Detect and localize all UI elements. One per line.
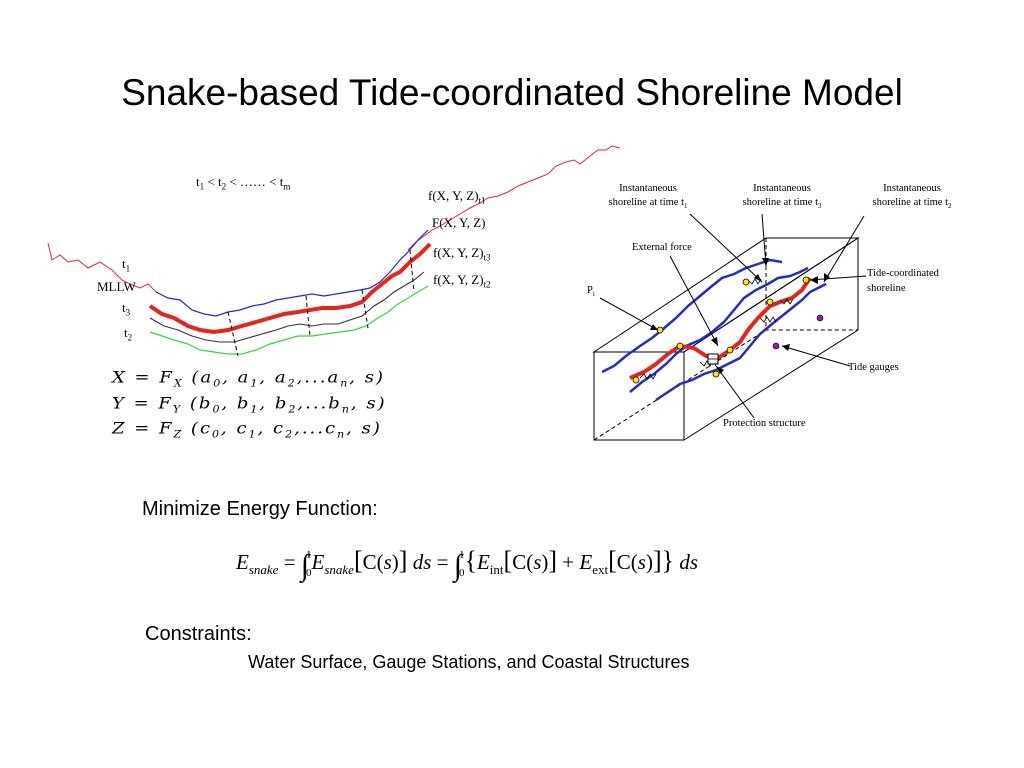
time-order-label: t1 < t2 < …… < tm [196, 174, 291, 192]
label-t3: t3 [122, 300, 131, 318]
equation-z: Z = FZ (c0, c1, c2,...cn, s) [112, 419, 382, 441]
integral-sign-2: ∫ [453, 549, 462, 582]
label-tide-coordinated: Tide-coordinated shoreline [867, 268, 939, 294]
label-t2: t2 [124, 325, 133, 343]
label-mllw: MLLW [97, 279, 136, 294]
label-pi: Pi [587, 285, 595, 299]
function-f-t1: f(X, Y, Z)t1 [428, 188, 486, 206]
thin-red-shoreline [47, 145, 621, 293]
red-tide-coordinated-shoreline [148, 242, 432, 335]
arrow-heads [650, 258, 830, 374]
function-f-t3: f(X, Y, Z)t3 [433, 245, 491, 263]
constraints-heading: Constraints: [145, 623, 252, 645]
blue-shoreline-t1 [155, 229, 429, 317]
green-shoreline-t2 [149, 285, 429, 355]
label-t1: t1 [122, 256, 131, 274]
page-title: Snake-based Tide-coordinated Shoreline M… [121, 72, 903, 113]
control-points [632, 276, 810, 384]
label-instant-t1: Instantaneous shoreline at time t1 [608, 183, 688, 211]
dashed-guide-lines [227, 249, 415, 357]
minimize-heading: Minimize Energy Function: [142, 498, 378, 520]
callout-arrows [599, 213, 867, 419]
dark-shoreline-t3 [149, 271, 425, 343]
function-F: F(X, Y, Z) [432, 215, 486, 230]
label-instant-t2: Instantaneous shoreline at time t2 [872, 183, 952, 211]
right-diagram [592, 213, 867, 441]
label-tide-gauges: Tide gauges [848, 362, 899, 373]
left-diagram [47, 145, 621, 357]
label-external-force: External force [632, 242, 692, 253]
equation-y: Y = FY (b0, b1, b2,...bn, s) [112, 394, 387, 416]
label-protection-structure: Protection structure [723, 418, 806, 429]
function-f-t2: f(X, Y, Z)t2 [433, 272, 491, 290]
label-instant-t3: Instantaneous shoreline at time t3 [742, 183, 822, 211]
equation-x: X = FX (a0, a1, a2,...an, s) [112, 368, 385, 390]
constraints-body: Water Surface, Gauge Stations, and Coast… [248, 652, 690, 672]
tide-gauge-points [772, 314, 824, 350]
box-outline [592, 237, 860, 441]
integral-sign: ∫ [300, 549, 309, 582]
